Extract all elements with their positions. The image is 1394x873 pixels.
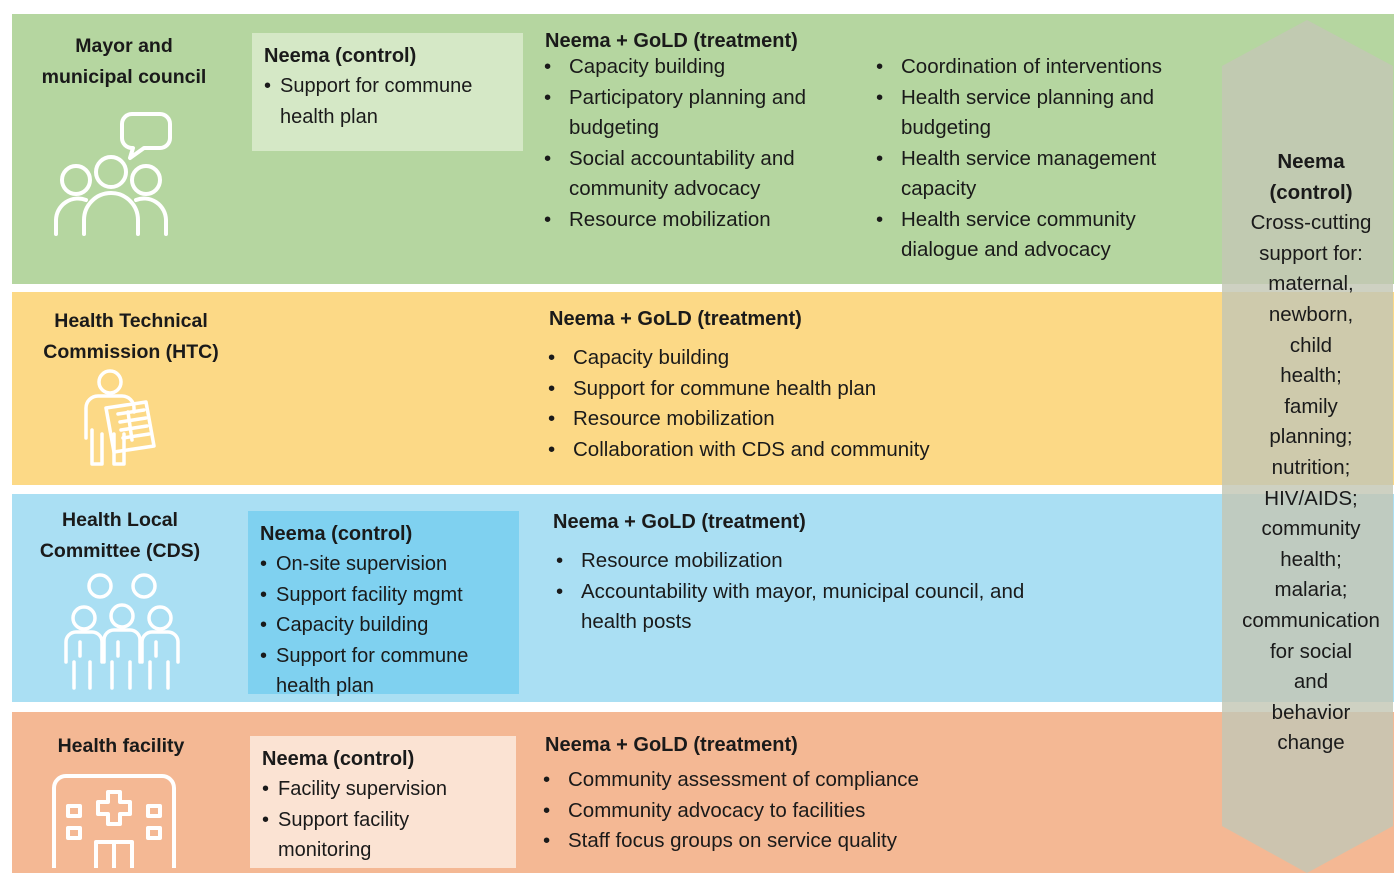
row-htc-treatment-title: Neema + GoLD (treatment) bbox=[549, 308, 802, 330]
hospital-building-icon bbox=[50, 772, 178, 868]
row-mayor-treatment-item: Health service community dialogue and ad… bbox=[874, 205, 1214, 266]
row-cds-control-item: Support for commune health plan bbox=[260, 641, 507, 702]
cross-cutting-line: communication bbox=[1242, 608, 1380, 632]
row-cds-treatment-item: Accountability with mayor, municipal cou… bbox=[554, 577, 1074, 638]
row-mayor-treatment-list-1: Capacity building Participatory planning… bbox=[542, 52, 862, 235]
cross-cutting-line: newborn, bbox=[1268, 302, 1354, 326]
row-facility-treatment-item: Staff focus groups on service quality bbox=[541, 826, 1101, 857]
health-workers-group-icon bbox=[60, 572, 184, 692]
row-facility-control-box: Neema (control) Facility supervision Sup… bbox=[250, 736, 516, 868]
row-mayor-title-line1: Mayor and bbox=[75, 35, 173, 57]
row-mayor-control-box: Neema (control) Support for commune heal… bbox=[252, 33, 523, 151]
row-facility-title-line1: Health facility bbox=[57, 735, 185, 757]
row-mayor-treatment-item: Health service management capacity bbox=[874, 144, 1214, 205]
cross-cutting-line: HIV/AIDS; bbox=[1264, 486, 1358, 510]
row-cds-title-line1: Health Local bbox=[62, 509, 178, 531]
cross-cutting-line: and bbox=[1293, 670, 1329, 694]
cross-cutting-line: support for: bbox=[1259, 241, 1363, 265]
row-facility-control-title: Neema (control) bbox=[262, 748, 415, 770]
row-cds-treatment-list: Resource mobilization Accountability wit… bbox=[554, 546, 1074, 638]
row-facility-treatment-item: Community advocacy to facilities bbox=[541, 796, 1101, 827]
row-mayor-treatment-item: Health service planning and budgeting bbox=[874, 83, 1214, 144]
row-mayor-treatment-item: Resource mobilization bbox=[542, 205, 862, 236]
row-facility-title: Health facility bbox=[26, 731, 216, 762]
cross-cutting-line: planning; bbox=[1269, 425, 1353, 449]
row-cds-control-item: Support facility mgmt bbox=[260, 580, 507, 611]
cross-cutting-line: family bbox=[1284, 394, 1338, 418]
row-mayor-treatment-list-2: Coordination of interventions Health ser… bbox=[874, 52, 1214, 266]
row-mayor-title: Mayor and municipal council bbox=[26, 31, 222, 93]
row-facility-control-item: Support facility monitoring bbox=[262, 805, 504, 866]
row-mayor-control-item: Support for commune health plan bbox=[264, 71, 511, 132]
cross-cutting-line: maternal, bbox=[1268, 272, 1354, 296]
row-mayor-treatment-title: Neema + GoLD (treatment) bbox=[545, 30, 798, 52]
cross-cutting-double-arrow bbox=[1222, 20, 1393, 873]
row-facility-control-item: Facility supervision bbox=[262, 774, 504, 805]
row-htc-treatment-item: Resource mobilization bbox=[546, 404, 1186, 435]
person-with-document-icon bbox=[78, 368, 158, 468]
cross-cutting-title-line1: Neema bbox=[1277, 150, 1345, 173]
cross-cutting-line: health; bbox=[1280, 364, 1342, 388]
cross-cutting-line: health; bbox=[1280, 547, 1342, 571]
row-htc-title: Health Technical Commission (HTC) bbox=[26, 306, 236, 368]
cross-cutting-line: behavior bbox=[1271, 700, 1351, 724]
row-facility-treatment-item: Community assessment of compliance bbox=[541, 765, 1101, 796]
cross-cutting-arrow-shape bbox=[1222, 20, 1393, 873]
row-cds-control-title: Neema (control) bbox=[260, 523, 413, 545]
row-htc-title-line2: Commission (HTC) bbox=[43, 341, 219, 363]
row-cds-treatment-title: Neema + GoLD (treatment) bbox=[553, 511, 806, 533]
cross-cutting-line: malaria; bbox=[1274, 578, 1348, 602]
row-mayor-treatment-item: Participatory planning and budgeting bbox=[542, 83, 862, 144]
cross-cutting-line: child bbox=[1289, 333, 1333, 357]
row-facility-treatment-title: Neema + GoLD (treatment) bbox=[545, 734, 798, 756]
row-mayor-treatment-item: Social accountability and community advo… bbox=[542, 144, 862, 205]
cross-cutting-line: nutrition; bbox=[1271, 455, 1351, 479]
people-speech-bubble-icon bbox=[46, 108, 176, 238]
row-mayor-treatment-item: Coordination of interventions bbox=[874, 52, 1214, 83]
cross-cutting-line: community bbox=[1261, 517, 1361, 541]
cross-cutting-title-line2: (control) bbox=[1269, 180, 1353, 204]
row-htc-treatment-item: Collaboration with CDS and community bbox=[546, 435, 1186, 466]
row-htc-treatment-item: Capacity building bbox=[546, 343, 1186, 374]
row-cds-control-box: Neema (control) On-site supervision Supp… bbox=[248, 511, 519, 697]
row-cds-treatment-item: Resource mobilization bbox=[554, 546, 1074, 577]
row-mayor-title-line2: municipal council bbox=[41, 66, 207, 88]
row-htc-title-line1: Health Technical bbox=[54, 310, 208, 332]
cross-cutting-line: for social bbox=[1269, 639, 1353, 663]
row-mayor-treatment-item: Capacity building bbox=[542, 52, 862, 83]
row-cds-control-item: On-site supervision bbox=[260, 549, 507, 580]
row-cds-title: Health Local Committee (CDS) bbox=[18, 505, 222, 567]
cross-cutting-line: change bbox=[1277, 731, 1345, 755]
row-mayor-control-title: Neema (control) bbox=[264, 45, 417, 67]
row-htc-treatment-list: Capacity building Support for commune he… bbox=[546, 343, 1186, 465]
row-cds-control-item: Capacity building bbox=[260, 610, 507, 641]
row-htc-treatment-item: Support for commune health plan bbox=[546, 374, 1186, 405]
row-cds-title-line2: Committee (CDS) bbox=[39, 540, 201, 562]
cross-cutting-text: Neema (control) Cross-cutting support fo… bbox=[1228, 147, 1394, 759]
row-facility-treatment-list: Community assessment of compliance Commu… bbox=[541, 765, 1101, 857]
cross-cutting-line: Cross-cutting bbox=[1250, 211, 1372, 235]
